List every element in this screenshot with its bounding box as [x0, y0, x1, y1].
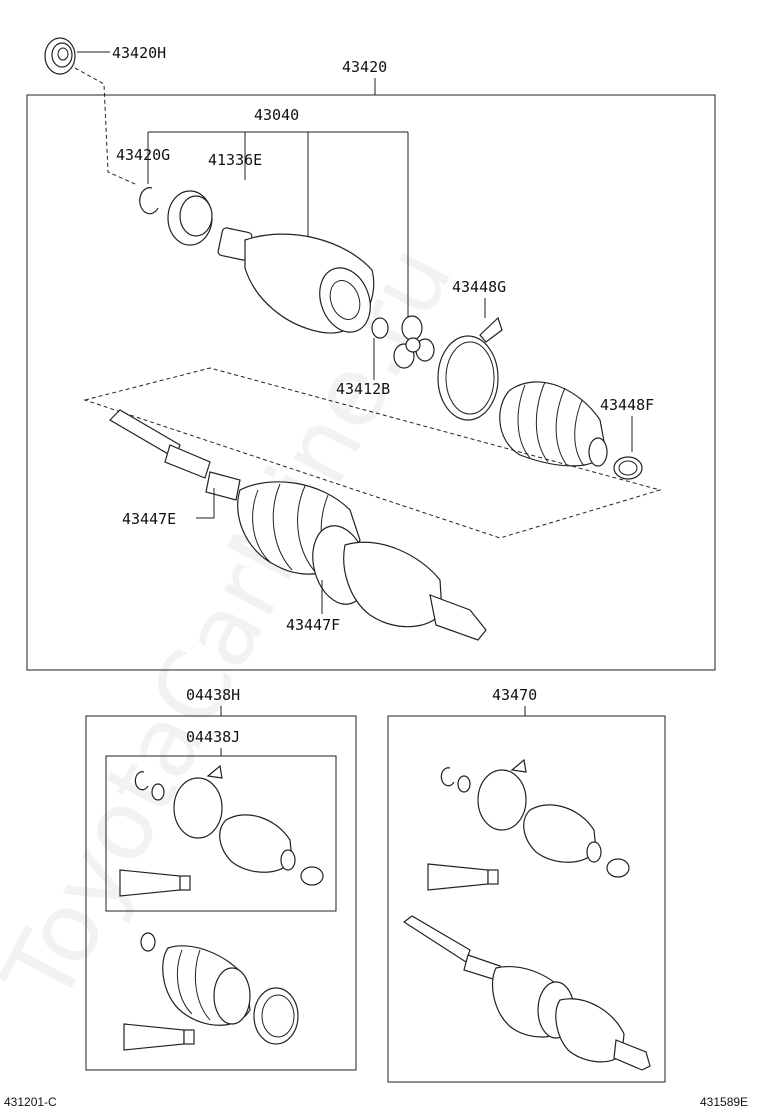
label-04438j[interactable]: 04438J	[186, 728, 240, 746]
label-04438h[interactable]: 04438H	[186, 686, 240, 704]
dashed-subassembly-outline	[83, 367, 662, 539]
label-43447e[interactable]: 43447E	[122, 510, 176, 528]
label-43420g[interactable]: 43420G	[116, 146, 170, 164]
kit-04438h-box	[85, 715, 357, 1071]
label-43448f[interactable]: 43448F	[600, 396, 654, 414]
footer-right-code: 431589E	[700, 1095, 748, 1109]
footer-left-code: 431201-C	[4, 1095, 57, 1109]
label-43420[interactable]: 43420	[342, 58, 387, 76]
label-41336e[interactable]: 41336E	[208, 151, 262, 169]
kit-43470-box	[387, 715, 666, 1083]
part-43448f-boot-clamp[interactable]	[613, 456, 643, 480]
kit-04438j-box	[105, 755, 337, 912]
label-43040[interactable]: 43040	[254, 106, 299, 124]
part-43448g-boot-clamp[interactable]	[437, 316, 503, 421]
label-43447f[interactable]: 43447F	[286, 616, 340, 634]
part-43420h-oil-seal[interactable]	[44, 37, 76, 75]
part-outer-joint-boot[interactable]	[237, 481, 487, 641]
part-drive-shaft[interactable]	[109, 409, 241, 501]
part-43040-inboard-joint[interactable]	[217, 227, 378, 339]
part-41336e-seal[interactable]	[167, 190, 213, 246]
bracket-43040	[147, 131, 409, 318]
label-43420h[interactable]: 43420H	[112, 44, 166, 62]
kit-43470-parts[interactable]	[402, 758, 651, 1071]
main-assembly-box	[26, 94, 716, 671]
kit-04438h-parts[interactable]	[123, 932, 299, 1051]
kit-04438j-parts[interactable]	[119, 764, 324, 897]
label-43470[interactable]: 43470	[492, 686, 537, 704]
part-boot-outer[interactable]	[499, 381, 608, 467]
label-43448g[interactable]: 43448G	[452, 278, 506, 296]
part-43420g-snap-ring[interactable]	[139, 187, 159, 215]
leader-43447e	[196, 488, 215, 519]
dashed-leader-43420h	[74, 67, 136, 185]
label-43412b[interactable]: 43412B	[336, 380, 390, 398]
part-tripod[interactable]	[393, 315, 435, 369]
part-43412b-ring[interactable]	[371, 317, 389, 339]
